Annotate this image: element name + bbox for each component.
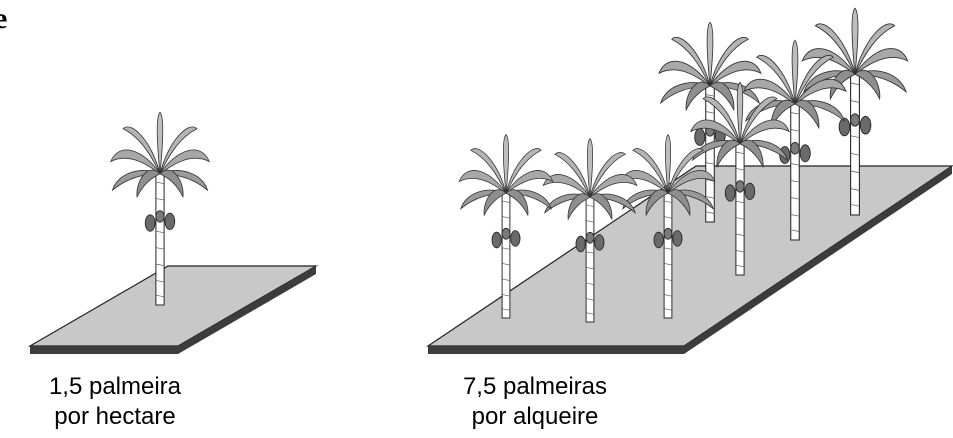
heading-fragment: e: [0, 2, 8, 35]
left-caption: 1,5 palmeira por hectare: [20, 372, 210, 432]
left-caption-line1: 1,5 palmeira: [48, 373, 182, 400]
right-caption-line1: 7,5 palmeiras: [462, 373, 608, 400]
right-caption-line2: por alqueire: [471, 403, 599, 430]
left-ground-plot: [27, 265, 319, 354]
right-ground-plot: [426, 165, 953, 354]
right-caption: 7,5 palmeiras por alqueire: [440, 372, 630, 432]
left-caption-line2: por hectare: [54, 403, 176, 430]
